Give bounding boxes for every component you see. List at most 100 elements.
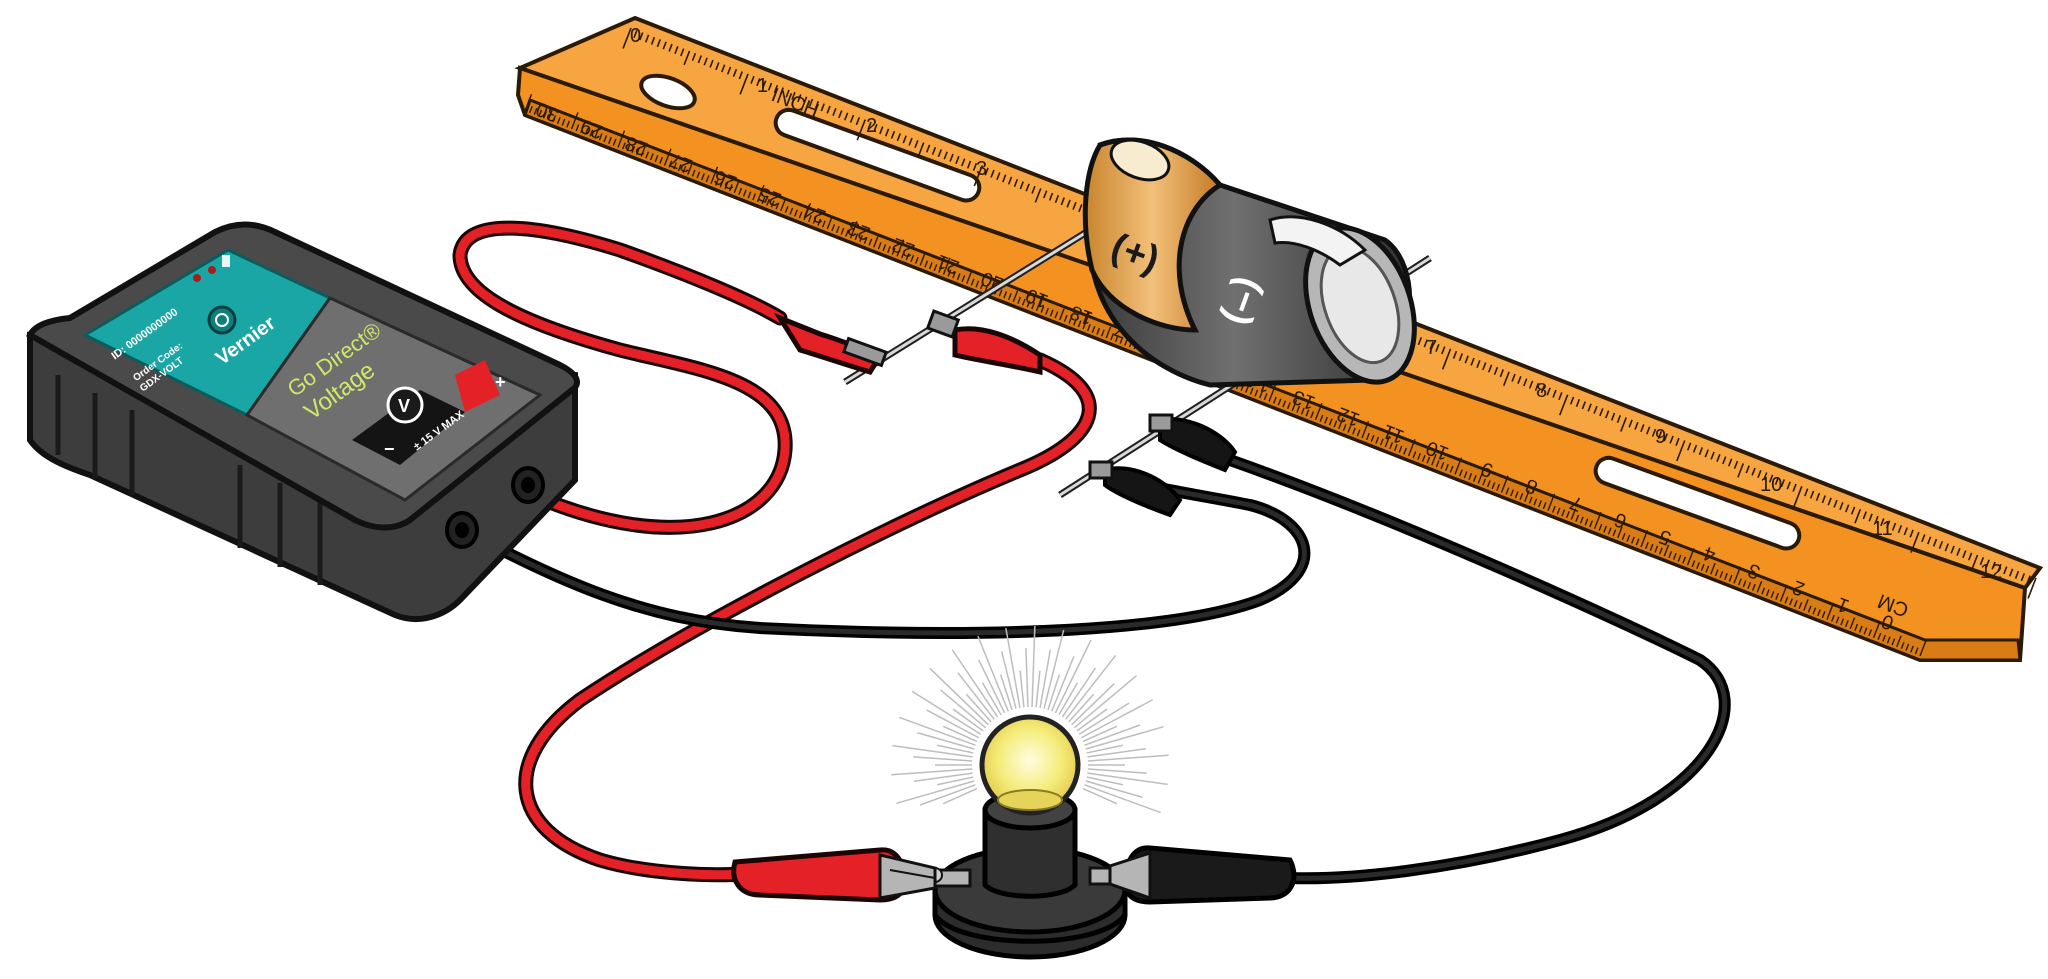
ruler-tick [840,227,845,235]
ruler-slot-left [773,107,982,203]
ruler-tick [1054,311,1059,319]
ruler-tick [877,242,882,250]
ruler-tick [1082,312,1091,330]
ruler-tick [1763,472,1768,481]
ruler-tick [603,135,608,143]
ruler-tick [1565,511,1570,519]
ruler-tick [835,225,840,233]
ruler-tick [1886,520,1891,529]
ruler-tick [662,41,667,50]
ruler-tick [1328,418,1333,426]
glow-ray [942,787,978,805]
ruler-tick [1570,508,1577,521]
ruler-tick [961,158,966,167]
ruler-tick [770,200,775,208]
ruler-tick [2003,566,2008,575]
ruler-tick [1072,201,1077,210]
ruler-inch-8: 8 [1536,380,1547,402]
ruler-tick [1862,511,1867,520]
glow-ray [981,682,1002,716]
ruler-tick [1379,438,1384,446]
ruler-tick [1561,509,1566,517]
ruler-tick [1398,445,1403,453]
glow-ray [1047,674,1061,711]
ruler-tick [1967,552,1973,561]
glow-ray [1058,682,1079,716]
ruler-tick [1779,584,1788,602]
bulb-black-alligator-clip [1108,845,1297,905]
ruler-tick [738,187,743,195]
ruler-tick [659,156,664,164]
ruler-tick [594,126,600,139]
ruler-tick [1751,583,1756,591]
ruler-tick [1849,617,1856,630]
ruler-tick [622,27,632,49]
d-cell-battery: (+) (−) [843,137,1432,498]
ruler-tick [1634,421,1639,430]
sensor-power-button[interactable] [207,305,237,335]
ruler-tick [854,233,859,241]
ruler-tick [1003,291,1008,299]
ruler-tick [938,265,943,273]
glow-ray [1068,693,1095,723]
ruler-tick [1663,433,1668,442]
ruler-tick [547,108,554,121]
ruler-tick [966,160,972,169]
glow-ray [1078,702,1130,735]
glow-ray [1084,724,1141,746]
glow-ray [1086,776,1124,786]
ruler-inch-0: 0 [630,25,641,47]
ruler-tick [973,165,983,187]
ruler-tick [902,135,907,144]
glow-ray [951,649,999,718]
ruler-tick [533,107,538,115]
ruler-tick [1872,620,1881,639]
ruler-tick [1533,498,1538,506]
ruler-tick [779,87,784,96]
ruler-tick [584,127,589,135]
ruler-tick [691,52,697,61]
ruler-tick [1631,536,1635,544]
ruler-tick [1891,638,1896,646]
ruler-tick [756,184,765,203]
ruler-tick [1686,548,1695,566]
ruler-tick [1845,504,1850,513]
ruler-tick [1347,425,1352,433]
ruler-tick [1470,357,1475,366]
ruler-tick [1482,362,1487,371]
ruler-tick [917,142,925,157]
ruler-tick [750,75,755,84]
ruler-tick [1510,489,1514,497]
ruler-tick [1950,545,1955,554]
ruler-tick [739,73,749,95]
ruler-tick [797,94,802,103]
ruler-tick [780,199,786,212]
ruler-tick [990,169,995,178]
ruler-tick [859,235,863,243]
ruler-tick [832,107,837,116]
ruler-tick [1556,507,1561,515]
ruler-tick [1991,561,1996,570]
ruler-tick [884,128,890,137]
ruler-tick [1804,488,1809,497]
ruler-tick [1868,629,1873,637]
ruler-tick [1060,197,1065,206]
ruler-tick [849,114,855,123]
ruler-tick [1628,419,1633,428]
ruler-tick [1644,542,1649,550]
glow-ray [942,725,978,743]
ruler-tick [1314,402,1323,421]
ruler-tick [1612,529,1617,537]
ruler-tick [1909,529,1914,538]
bulb-glass [979,714,1081,816]
ruler-tick [1491,482,1496,490]
ruler-tick [697,55,702,64]
ruler-tick [817,218,822,226]
ruler-tick [1789,598,1793,606]
ruler-tick [1645,426,1651,435]
ruler-tick [1476,360,1481,369]
ruler-tick [1417,453,1421,461]
ruler-tick [680,48,685,57]
ruler-tick [896,239,905,257]
ruler-tick [1589,520,1594,528]
